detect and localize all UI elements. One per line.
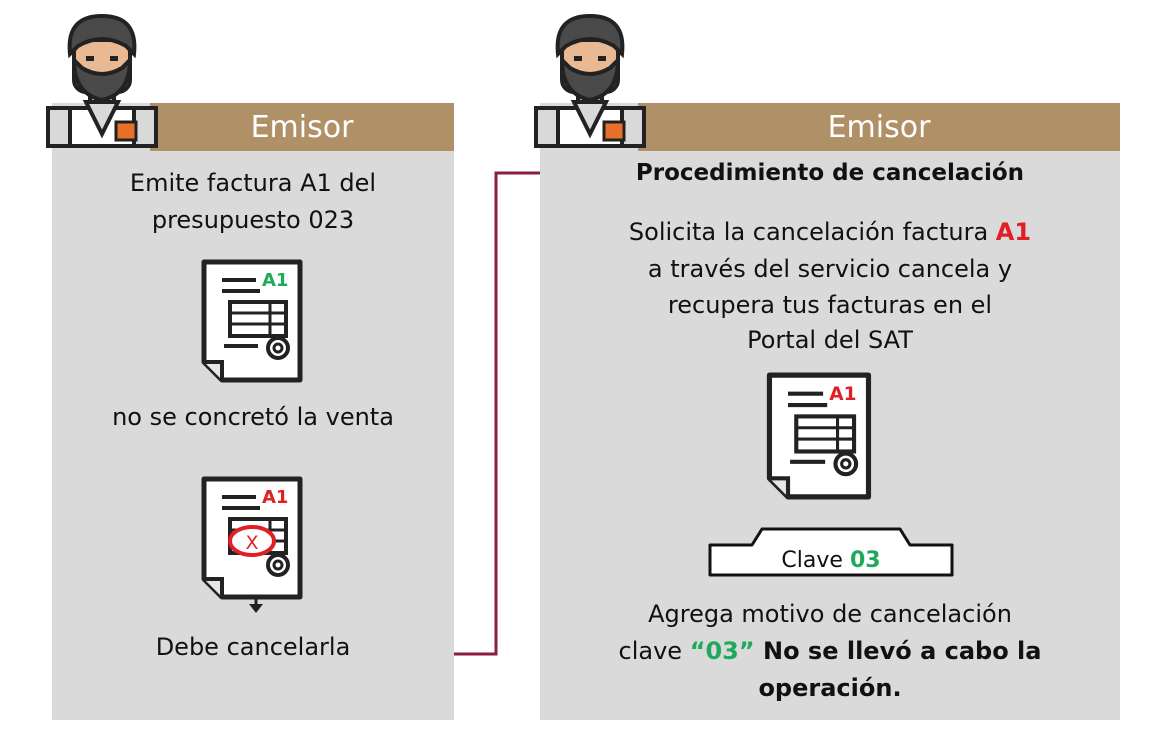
panel-header: Emisor xyxy=(150,103,454,151)
emit-text-line1: Emite factura A1 del xyxy=(129,169,377,197)
emit-text-line2: presupuesto 023 xyxy=(151,206,355,234)
invoice-code-label: A1 xyxy=(829,384,856,405)
emisor-panel-right: Emisor Procedimiento de cancelación Soli… xyxy=(540,103,1120,720)
invoice-code-highlight: A1 xyxy=(995,218,1032,246)
motivo-text-line3: operación. xyxy=(758,674,902,702)
no-sale-text: no se concretó la venta xyxy=(112,403,394,431)
request-text-line2: a través del servicio cancela y xyxy=(647,255,1013,283)
motivo-code: “03” xyxy=(689,637,755,665)
request-text-prefix: Solicita la cancelación factura xyxy=(628,218,996,246)
emisor-panel-left: Emisor Emite factura A1 del presupuesto … xyxy=(52,103,454,720)
request-text-line1: Solicita la cancelación factura A1 xyxy=(540,214,1120,251)
motivo-text-line2: clave “03” No se llevó a cabo la xyxy=(540,633,1120,670)
must-cancel-text: Debe cancelarla xyxy=(155,633,351,661)
clave-label: Clave 03 xyxy=(710,539,952,579)
cancelled-invoice-icon: X A1 xyxy=(201,476,303,613)
emisor-avatar-left xyxy=(46,13,158,148)
panel-header: Emisor xyxy=(638,103,1120,151)
motivo-reason: No se llevó a cabo la xyxy=(754,637,1042,665)
invoice-code-label: A1 xyxy=(262,270,288,291)
motivo-text-line1: Agrega motivo de cancelación xyxy=(648,600,1012,628)
clave-prefix: Clave xyxy=(781,548,850,573)
invoice-icon: A1 xyxy=(766,372,872,500)
cancelled-invoice-code-label: A1 xyxy=(262,487,288,508)
cancel-x-mark: X xyxy=(245,532,258,554)
clave-code: 03 xyxy=(849,548,881,573)
motivo-prefix: clave xyxy=(618,637,690,665)
request-text-line4: Portal del SAT xyxy=(747,326,913,354)
request-text-line3: recupera tus facturas en el xyxy=(667,291,993,319)
procedure-title: Procedimiento de cancelación xyxy=(635,160,1025,186)
emisor-avatar-right xyxy=(534,13,646,148)
clave-callout xyxy=(708,527,954,577)
invoice-icon: A1 xyxy=(201,259,303,383)
